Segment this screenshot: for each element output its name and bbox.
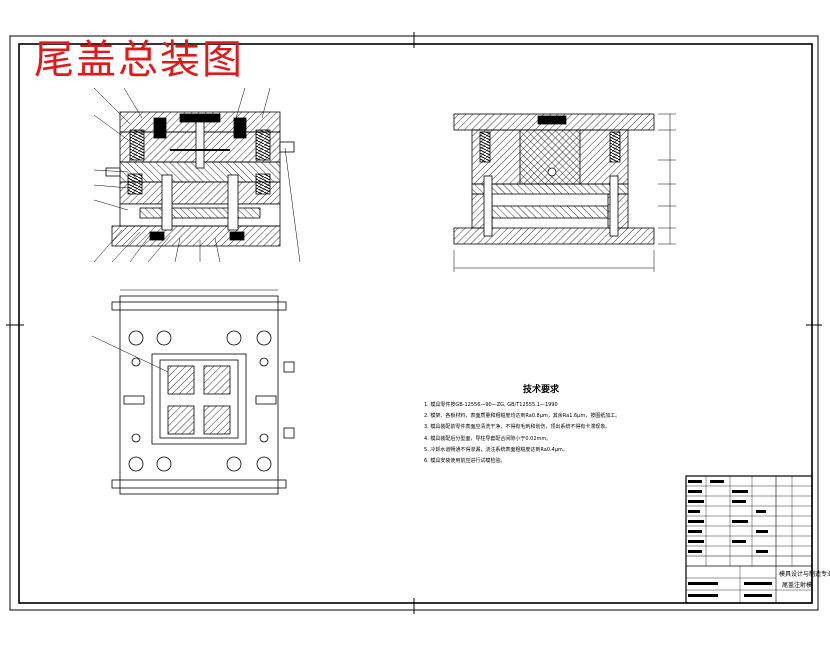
technical-requirement-item: 6. 模具安装使用前应进行试模检验。 [424,457,506,464]
side-section-view [453,113,655,245]
technical-requirements-list: 1. 模具零件按GB-12556—90—ZG, GB/T12555.1—1990… [424,400,684,467]
drawing-frame [6,32,822,614]
title-block [685,475,813,604]
title-block-company: 模具设计与制造专业 [779,571,830,578]
plan-view [91,289,295,495]
technical-requirement-item: 3. 模具装配前零件表面应清洗干净，不得有毛刺和划伤，顶出系统不得有卡滞现象。 [424,424,611,431]
technical-requirement-item: 2. 模架、各板材料，表面质量和粗糙度均达到Ra0.8μm，其余Ra1.6μm，… [424,413,621,420]
title-block-marks [688,480,772,597]
technical-requirement-item: 5. 冷却水道畅通不得渗漏，浇注系统表面粗糙度达到Ra0.4μm。 [424,446,568,453]
side-view-dimensions [453,113,676,272]
main-view-leaders [93,87,301,263]
technical-requirement-item: 1. 模具零件按GB-12556—90—ZG, GB/T12555.1—1990 [424,402,558,408]
technical-requirements-heading: 技术要求 [523,385,560,395]
drawing-title: 尾盖总装图 [34,37,244,83]
title-block-drawing-name: 尾盖注射模 [782,582,813,589]
technical-requirement-item: 4. 模具装配后分型面，导柱导套配合间隙小于0.02mm。 [424,435,552,442]
main-section-view [105,111,295,247]
